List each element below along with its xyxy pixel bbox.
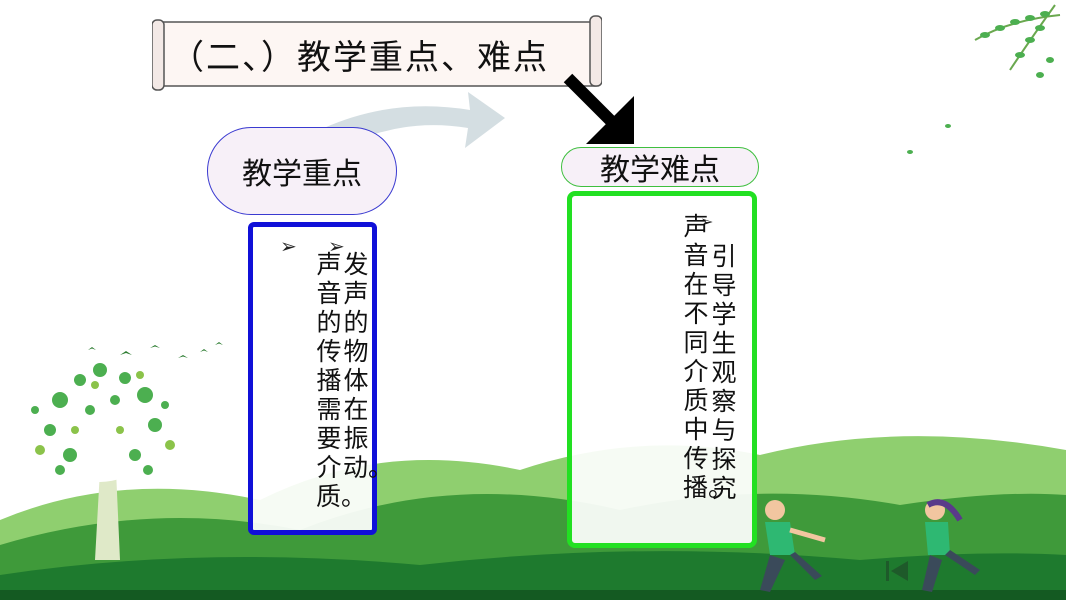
difficulties-heading: 教学难点 [561,147,759,188]
bullet-icon: ➢ [280,234,297,258]
arrow-down-right-icon [563,73,634,144]
leaves-decoration [907,4,1061,154]
runner-figure-1 [760,500,826,592]
key-point-item-1: 发声的物体在振动。 [343,250,394,482]
key-points-heading-label: 教学重点 [242,157,362,192]
difficulties-box [567,191,757,548]
page-title: （二、）教学重点、难点 [170,38,549,78]
difficulty-item-1: 引导学生观察与探究 [711,242,737,503]
key-point-item-2: 声音的传播需要介质。 [316,250,367,511]
bullet-icon: ➢ [700,212,714,231]
key-points-box [248,222,377,535]
title-scroll-banner [152,15,602,91]
previous-slide-icon[interactable] [884,558,910,584]
birds-decoration [88,342,223,358]
bullet-icon: ➢ [328,234,345,258]
difficulty-item-2: 声音在不同介质中传播。 [683,212,734,502]
curved-arrow-icon [300,92,505,160]
difficulties-heading-label: 教学难点 [600,153,720,188]
tree-icon [31,358,175,560]
runner-figure-2 [922,499,980,592]
key-points-heading: 教学重点 [207,127,397,215]
